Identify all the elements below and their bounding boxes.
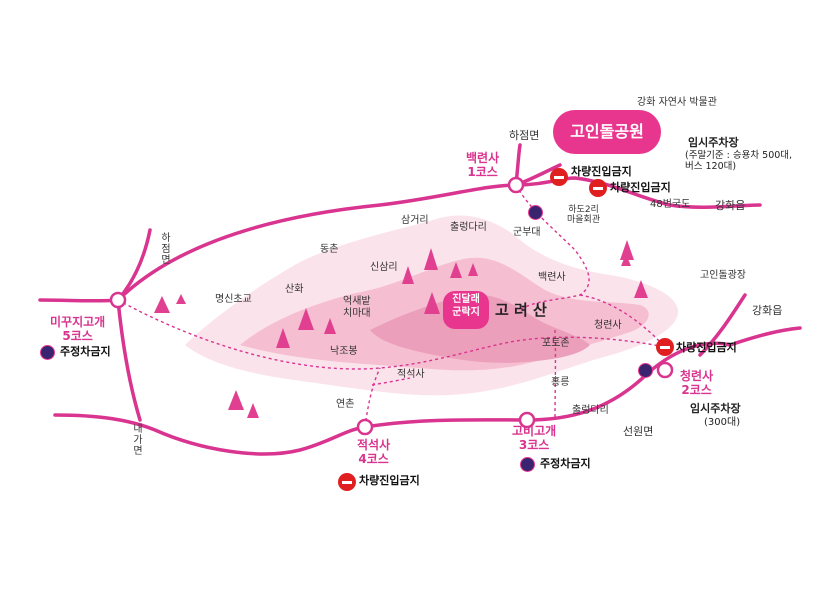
jeokseoksa-course-label: 적석사 4코스 <box>357 438 391 466</box>
mikkuji-course-label: 미꾸지고개 5코스 <box>50 315 106 343</box>
peak-icon <box>402 266 414 284</box>
ganghwaeup-right-label: 강화읍 <box>752 304 783 317</box>
no-vehicle-label-3: 차량진입금지 <box>676 341 737 354</box>
no-parking-label-2: 주정차금지 <box>540 457 591 470</box>
no-parking-icon <box>638 363 653 378</box>
peak-icon <box>468 263 478 276</box>
road-west-w <box>38 298 120 303</box>
hongreung-label: 홍릉 <box>551 377 570 388</box>
hado2ri-label: 하도2리 마을회관 <box>567 205 601 226</box>
peak-icon <box>424 292 440 314</box>
nakjobong-label: 낙조봉 <box>330 346 358 357</box>
course4-marker[interactable] <box>356 418 374 436</box>
jeokseoksa-label: 적석사 <box>397 369 425 380</box>
gunbudae-label: 군부대 <box>513 227 541 238</box>
hajeommyeon-top-label: 하점면 <box>509 129 540 142</box>
no-vehicle-label-4: 차량진입금지 <box>359 474 420 487</box>
no-parking-icon <box>528 205 543 220</box>
no-parking-icon <box>40 345 55 360</box>
no-entry-icon <box>656 338 674 356</box>
peak-icon <box>228 390 244 410</box>
cheongryeonsa-label: 청련사 <box>594 320 622 331</box>
baekryeonsa-course-label: 백련사 1코스 <box>466 151 500 179</box>
no-entry-icon <box>550 168 568 186</box>
samgeori-label: 삼거리 <box>401 215 429 226</box>
peak-icon <box>634 280 648 298</box>
jindallae-badge[interactable]: 진달래 군락지 <box>443 291 489 329</box>
road-west-s <box>116 298 142 422</box>
course2-marker[interactable] <box>656 361 674 379</box>
trail-course4 <box>364 367 381 428</box>
temp-parking-label-2: 임시주차장 <box>690 402 741 415</box>
goryeosan-label: 고 려 산 <box>495 301 547 319</box>
dongchon-label: 동촌 <box>320 244 339 255</box>
eoksaebat-label: 억새밭 치마대 <box>343 296 371 319</box>
trail-course5 <box>117 299 666 370</box>
temp-parking-label-1: 임시주차장 <box>688 136 739 149</box>
no-entry-icon <box>589 179 607 197</box>
road-west-nw <box>116 228 152 302</box>
myeongsin-school-label: 명신초교 <box>215 294 252 305</box>
museum-label: 강화 자연사 박물관 <box>637 97 717 108</box>
seonwonmyeon-label: 선원면 <box>623 425 654 438</box>
peak-icon <box>176 294 186 304</box>
sanhwa-label: 산화 <box>285 284 304 295</box>
peak-icon <box>450 262 462 278</box>
peak-icon <box>247 403 259 418</box>
peak-icon <box>298 308 314 330</box>
peak-icon <box>324 318 336 334</box>
yeonchon-label: 연촌 <box>336 399 355 410</box>
peak-icon <box>621 254 631 266</box>
course1-marker[interactable] <box>507 176 525 194</box>
road-se-e <box>728 326 802 347</box>
baekryeonsa-label: 백련사 <box>538 272 566 283</box>
trail-jeokseoksa <box>371 377 411 386</box>
peak-icon <box>620 240 634 260</box>
temp-parking-detail-2: (300대) <box>704 417 741 428</box>
no-vehicle-label-2: 차량진입금지 <box>610 181 671 194</box>
trail-east <box>579 294 666 348</box>
gobigogae-course-label: 고비고개 3코스 <box>512 424 557 452</box>
temp-parking-detail-1: (주말기준 : 승용차 500대, 버스 120대) <box>685 150 793 172</box>
naegamyeon-label: 내가면 <box>130 423 142 456</box>
no-parking-icon <box>520 457 535 472</box>
park-badge[interactable]: 고인돌공원 <box>553 110 661 154</box>
course-markers <box>109 176 674 436</box>
peak-icon <box>154 296 170 313</box>
photojon-label: 포토존 <box>542 338 570 349</box>
chuldeoldari-bottom-label: 출렁다리 <box>572 405 609 416</box>
chuldeoldari-top-label: 출렁다리 <box>450 222 487 233</box>
course5-marker[interactable] <box>109 291 127 309</box>
no-vehicle-label-1: 차량진입금지 <box>571 165 632 178</box>
peaks <box>154 240 648 418</box>
goindol-square-label: 고인돌광장 <box>700 270 746 281</box>
course3-marker[interactable] <box>518 411 536 429</box>
sinsamri-label: 신삼리 <box>370 262 398 273</box>
no-entry-icon <box>338 473 356 491</box>
no-parking-label-1: 주정차금지 <box>60 345 111 358</box>
ganghwaeup-top-label: 강화읍 <box>715 199 746 212</box>
route48-label: 48번국도 <box>650 199 691 210</box>
peak-icon <box>424 248 438 270</box>
road-se-ne <box>698 293 747 357</box>
peak-icon <box>276 328 290 348</box>
cheongryeonsa-course-label: 청련사 2코스 <box>680 369 714 397</box>
hajeommyeon-left-label: 하점면 <box>158 232 170 265</box>
